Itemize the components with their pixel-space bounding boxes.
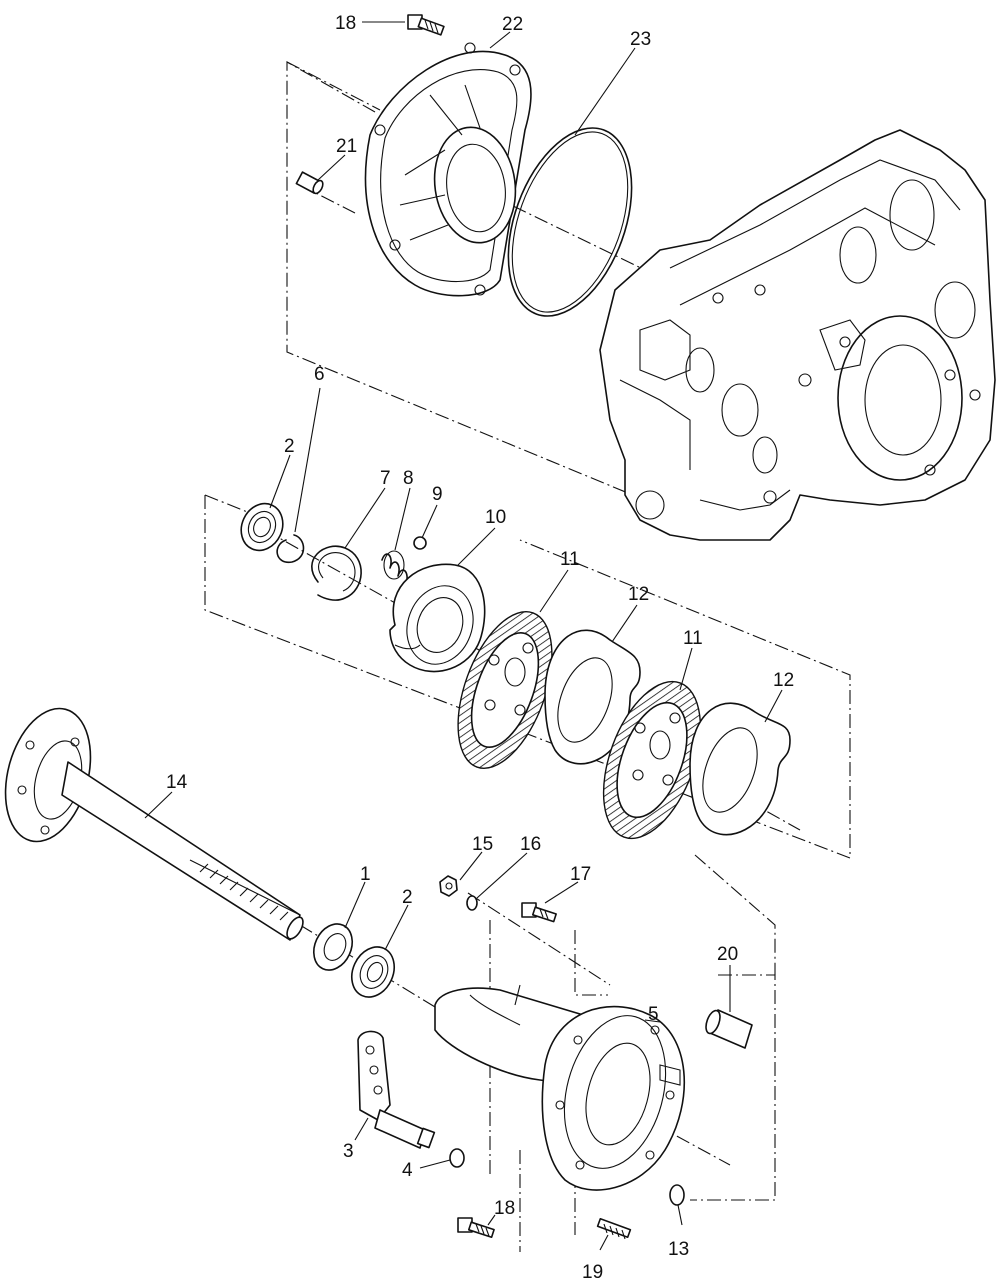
stud-bolt <box>596 1217 632 1240</box>
o-ring-small-13 <box>669 1184 685 1206</box>
callout-6: 6 <box>314 364 325 385</box>
leader-lines <box>144 21 783 1251</box>
washer <box>466 895 478 911</box>
bolt-right <box>521 902 557 923</box>
oil-seal <box>312 923 354 971</box>
friction-disc-1 <box>457 611 553 769</box>
separator-plate-1 <box>544 629 641 765</box>
callout-7: 7 <box>380 468 391 489</box>
callout-14: 14 <box>166 772 188 793</box>
callout-3: 3 <box>343 1141 354 1162</box>
callout-16: 16 <box>520 834 541 855</box>
callout-labels: 18 22 23 21 2 6 7 8 9 10 11 12 11 12 14 … <box>166 13 794 1283</box>
assembly-box-middle <box>204 494 851 859</box>
callout-2-top: 2 <box>284 436 295 457</box>
callout-9: 9 <box>432 484 443 505</box>
callout-12-a: 12 <box>628 584 649 605</box>
callout-17: 17 <box>570 864 591 885</box>
brake-lever <box>357 1030 436 1149</box>
ball <box>413 536 427 550</box>
callout-19: 19 <box>582 1262 603 1283</box>
callout-4: 4 <box>402 1160 413 1181</box>
spring <box>381 550 408 585</box>
separator-plate-2 <box>689 702 791 836</box>
o-ring-small-4 <box>449 1148 465 1168</box>
snap-ring-small <box>276 534 305 563</box>
callout-20: 20 <box>717 944 738 965</box>
callout-21: 21 <box>336 136 357 157</box>
callout-15: 15 <box>472 834 493 855</box>
o-ring-large <box>507 127 633 317</box>
callout-13: 13 <box>668 1239 689 1260</box>
callout-1: 1 <box>360 864 371 885</box>
nut <box>439 875 458 897</box>
transmission-housing <box>599 129 996 541</box>
bolt-bottom <box>457 1217 495 1239</box>
bolt-top <box>407 14 445 36</box>
callout-18-bottom: 18 <box>494 1198 515 1219</box>
callout-10: 10 <box>485 507 506 528</box>
callout-2-bottom: 2 <box>402 887 413 908</box>
callout-11-a: 11 <box>560 549 580 570</box>
pin <box>705 1009 753 1049</box>
callout-18-top: 18 <box>335 13 356 34</box>
front-cover <box>364 42 532 297</box>
assembly-box-top <box>286 61 641 499</box>
axle-housing <box>434 984 685 1191</box>
callout-23: 23 <box>630 29 651 50</box>
actuator-plate <box>389 563 486 673</box>
callout-8: 8 <box>403 468 414 489</box>
bearing-bottom <box>351 946 395 998</box>
callout-12-b: 12 <box>773 670 794 691</box>
bearing-top <box>240 502 284 552</box>
callout-5: 5 <box>648 1004 659 1025</box>
callout-11-b: 11 <box>683 628 703 649</box>
axle-shaft <box>4 707 304 941</box>
dowel-pin <box>295 171 324 195</box>
callout-22: 22 <box>502 14 523 35</box>
retaining-ring <box>311 545 362 601</box>
